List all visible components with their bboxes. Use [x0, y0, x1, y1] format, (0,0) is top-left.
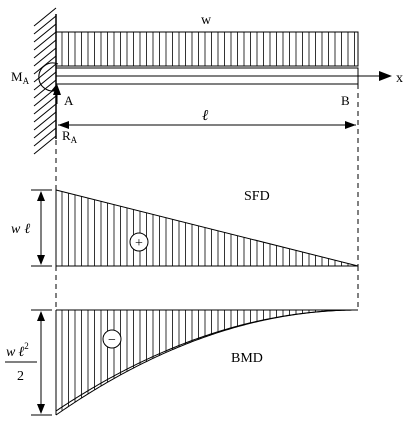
reaction-arrow — [53, 84, 61, 104]
sfd-positive-sign: + — [129, 232, 149, 252]
sfd-title: SFD — [244, 189, 270, 204]
length-dimension — [58, 121, 356, 129]
distributed-load — [55, 31, 359, 67]
x-axis-arrow — [56, 71, 392, 81]
sfd-diagram — [55, 189, 359, 267]
reaction-label: RA — [62, 128, 78, 145]
bmd-title: BMD — [231, 351, 263, 366]
svg-text:wℓ2: wℓ2 — [6, 341, 29, 360]
point-b-label: B — [341, 93, 350, 108]
guide-lines — [55, 84, 359, 310]
bmd-negative-sign: − — [102, 329, 122, 349]
fixed-support — [33, 7, 57, 155]
sfd-height-dimension — [31, 189, 52, 267]
bmd-diagram — [55, 309, 358, 416]
svg-text:+: + — [135, 236, 143, 251]
load-label: w — [201, 13, 212, 28]
point-a-label: A — [64, 93, 74, 108]
bmd-height-dimension — [31, 309, 52, 416]
length-label: ℓ — [202, 108, 208, 124]
svg-text:2: 2 — [17, 369, 24, 384]
x-axis-label: x — [396, 71, 403, 86]
svg-text:−: − — [108, 333, 116, 348]
moment-label: MA — [11, 69, 30, 86]
